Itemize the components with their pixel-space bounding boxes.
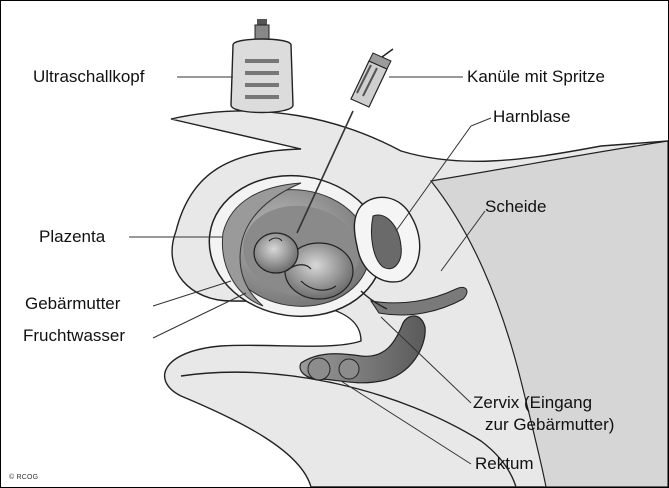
label-rektum: Rektum: [475, 454, 534, 474]
label-ultraschallkopf: Ultraschallkopf: [33, 67, 145, 87]
label-zervix-line2: zur Gebärmutter): [485, 415, 614, 435]
label-scheide: Scheide: [485, 197, 546, 217]
label-fruchtwasser: Fruchtwasser: [23, 326, 125, 346]
copyright-text: © RCOG: [9, 474, 38, 481]
label-gebaermutter: Gebärmutter: [25, 294, 120, 314]
label-zervix-line1: Zervix (Eingang: [473, 393, 592, 413]
ultrasound-probe-icon: [231, 19, 293, 113]
label-kanuele: Kanüle mit Spritze: [467, 67, 605, 87]
label-plazenta: Plazenta: [39, 227, 105, 247]
label-harnblase: Harnblase: [493, 107, 571, 127]
